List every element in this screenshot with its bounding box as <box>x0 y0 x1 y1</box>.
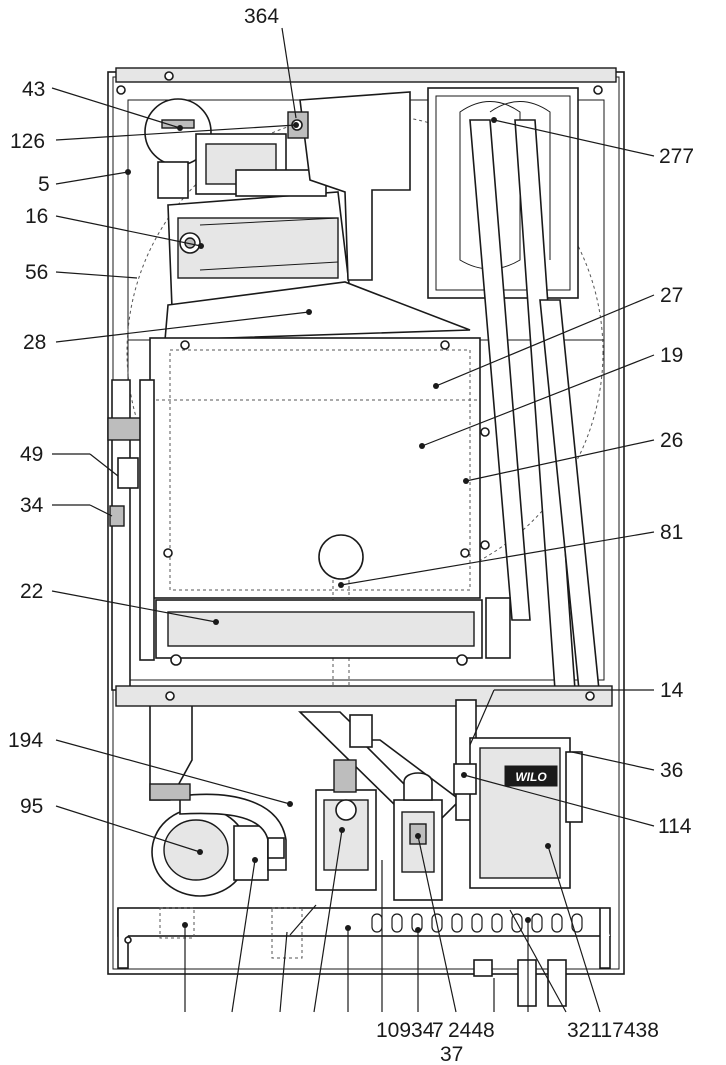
callout-126: 126 <box>10 130 45 153</box>
callout-36: 36 <box>660 759 683 782</box>
callout-19: 19 <box>660 344 683 367</box>
flue-duct <box>287 91 411 281</box>
leader-lines-left <box>51 27 312 855</box>
callout-labels: 364 43 126 5 16 56 28 49 34 22 194 95 27… <box>8 5 694 1065</box>
callout-56: 56 <box>25 261 48 284</box>
callout-26: 26 <box>660 429 683 452</box>
plate-heat-exchanger-top <box>427 87 579 299</box>
circulation-pump: WILO <box>453 737 583 889</box>
callout-bottom-32117438: 32117438 <box>567 1019 659 1042</box>
callout-27: 27 <box>660 284 683 307</box>
mounting-rail <box>115 685 613 707</box>
callout-bottom-7: 7 <box>432 1019 444 1042</box>
burner <box>155 597 511 666</box>
flue-collector <box>164 281 471 341</box>
callout-95: 95 <box>20 795 43 818</box>
callout-49: 49 <box>20 443 43 466</box>
leader-lines-bottom <box>182 827 601 1013</box>
callout-bottom-2448: 2448 <box>448 1019 495 1042</box>
callout-bottom-10934: 10934 <box>376 1019 435 1042</box>
callout-14: 14 <box>660 679 684 702</box>
callout-5: 5 <box>38 173 50 196</box>
callout-28: 28 <box>23 331 46 354</box>
callout-364: 364 <box>244 5 279 28</box>
callout-194: 194 <box>8 729 43 752</box>
combustion-chamber <box>149 337 490 599</box>
fan-assembly <box>167 133 351 309</box>
callout-37: 37 <box>440 1043 463 1065</box>
left-pipes <box>107 379 193 801</box>
callout-43: 43 <box>22 78 45 101</box>
pump-logo-badge <box>504 765 558 787</box>
gas-valve <box>315 759 377 891</box>
leader-lines-right <box>338 117 655 827</box>
callout-16: 16 <box>25 205 48 228</box>
callout-22: 22 <box>20 580 43 603</box>
callout-114: 114 <box>658 815 692 838</box>
sight-glass <box>318 534 364 690</box>
callout-81: 81 <box>660 521 683 544</box>
hydraulic-group <box>393 772 443 901</box>
callout-34: 34 <box>20 494 44 517</box>
pump-logo-text: WILO <box>515 770 547 784</box>
callout-277: 277 <box>659 145 694 168</box>
